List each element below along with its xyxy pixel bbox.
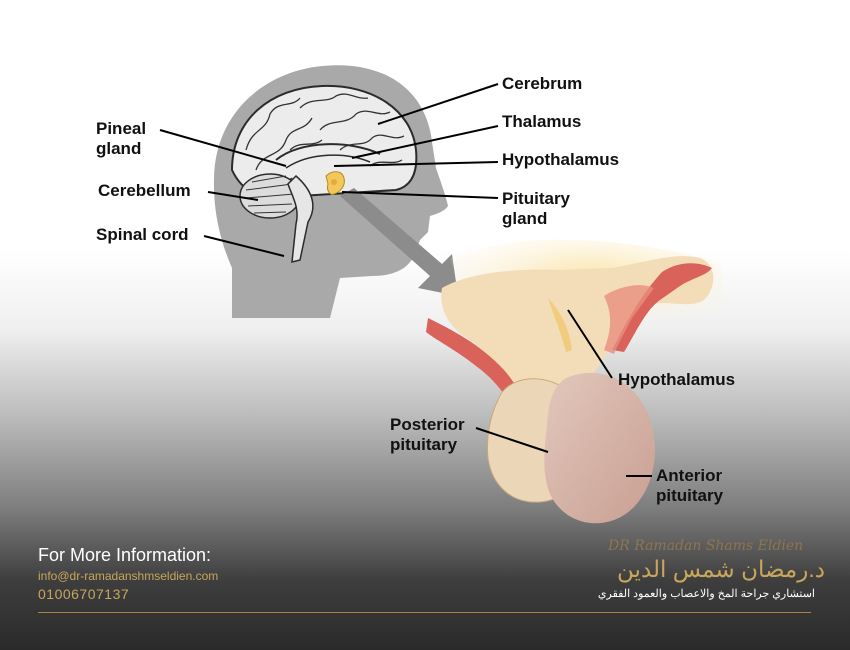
brand-name: د.رمضان شمس الدين xyxy=(617,556,825,582)
zoom-arrow xyxy=(340,188,458,296)
label-cerebellum: Cerebellum xyxy=(98,181,191,200)
leader-lines xyxy=(159,83,652,477)
brand-subtitle: استشاري جراحة المخ والاعصاب والعمود الفق… xyxy=(597,588,815,600)
label-pineal-gland: Pineal gland xyxy=(96,119,147,158)
brand-signature: DR Ramadan Shams Eldien xyxy=(608,538,804,554)
pituitary-zoom xyxy=(426,239,730,524)
info-email-link[interactable]: info@dr-ramadanshmseldien.com xyxy=(38,569,219,583)
info-title: For More Information: xyxy=(38,545,212,565)
label-hypothalamus-zoom: Hypothalamus xyxy=(618,370,736,389)
label-spinal-cord: Spinal cord xyxy=(96,225,189,244)
label-pituitary-gland: Pituitary gland xyxy=(502,189,571,228)
label-cerebrum: Cerebrum xyxy=(502,74,583,93)
anterior-pituitary-shape xyxy=(544,372,655,524)
footer-divider xyxy=(38,612,811,613)
label-posterior-pituitary: Posterior pituitary xyxy=(390,415,465,454)
info-phone-link[interactable]: 01006707137 xyxy=(38,586,130,602)
label-anterior-pituitary: Anterior pituitary xyxy=(656,466,724,505)
label-thalamus: Thalamus xyxy=(502,112,582,131)
label-hypothalamus-top: Hypothalamus xyxy=(502,150,620,169)
spinal-cord xyxy=(287,174,314,263)
